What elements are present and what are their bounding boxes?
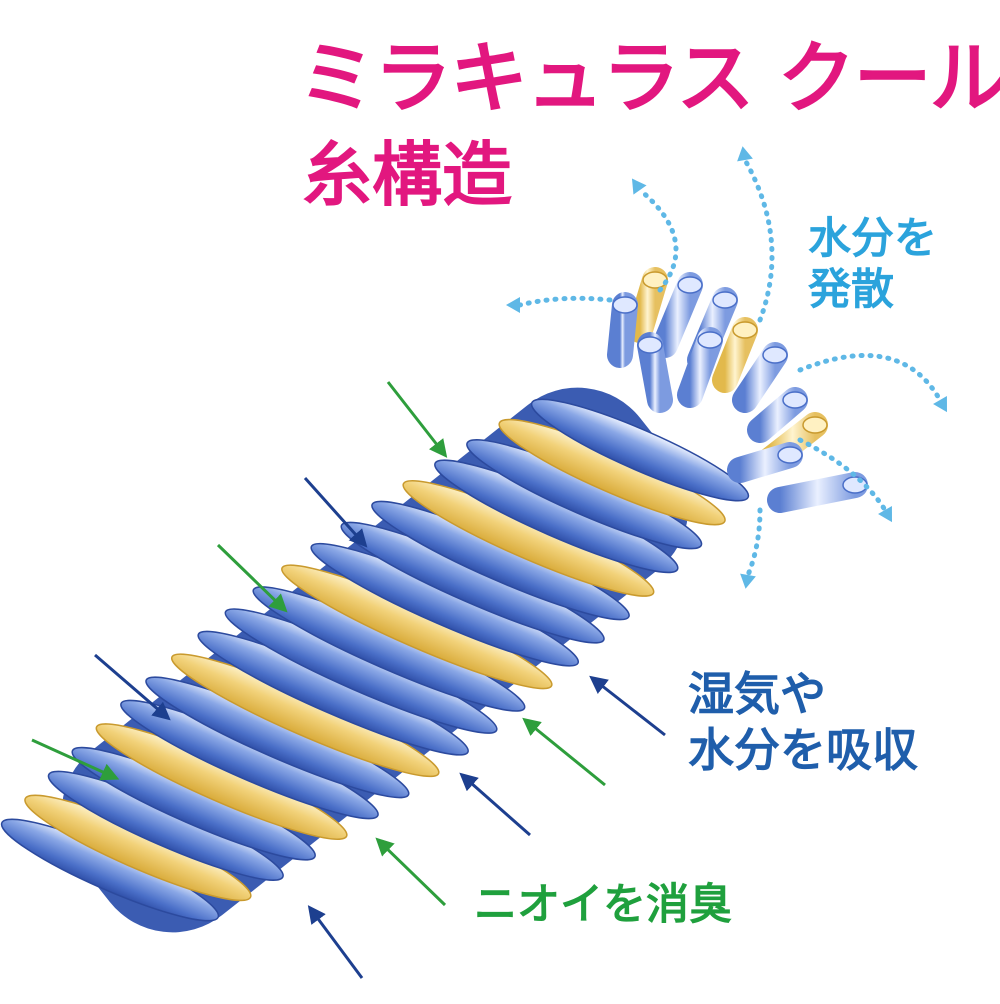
blue-fiber-end — [677, 327, 723, 408]
absorb-label: 湿気や 水分を吸収 — [688, 666, 918, 778]
absorb-arrow — [589, 675, 666, 737]
fiber-tip — [612, 296, 638, 314]
fiber-tip — [637, 336, 663, 354]
blue-fiber-end — [637, 332, 673, 413]
fiber-tip — [802, 416, 828, 434]
vapor-dotted-arrow — [637, 187, 679, 293]
fiber-tip — [782, 391, 808, 409]
absorb-arrow — [94, 653, 171, 721]
fiber-tip — [642, 271, 668, 289]
blue-fiber-end — [652, 272, 703, 358]
vapor-dotted-arrow — [742, 157, 775, 323]
deodorize-label: ニオイを消臭 — [474, 880, 732, 930]
fiber-tip — [777, 446, 803, 464]
vapor-arrowhead — [740, 573, 756, 589]
vapor-dotted-arrow — [517, 295, 613, 308]
fiber-tip — [697, 331, 723, 349]
title-line-2: 糸構造 — [302, 134, 512, 216]
title-line-1: ミラキュラス クール — [298, 34, 1000, 124]
blue-strand — [530, 398, 750, 502]
fiber-tip — [677, 276, 703, 294]
deodorize-arrow — [522, 717, 606, 787]
deodorize-arrow — [375, 837, 447, 907]
twisted-yarn — [0, 387, 750, 933]
evaporate-label-line-1: 水分を — [808, 214, 937, 264]
fiber-tip — [712, 291, 738, 309]
vapor-arrowhead — [737, 146, 753, 162]
fiber-tip — [842, 476, 868, 494]
absorb-arrow — [303, 476, 368, 548]
vapor-dotted-arrow — [745, 507, 763, 578]
vapor-arrowhead — [933, 396, 947, 413]
absorb-arrow — [307, 905, 364, 979]
fiber-ends — [607, 267, 868, 513]
vapor-arrowhead — [506, 297, 520, 313]
vapor-dotted-arrow — [797, 352, 943, 403]
vapor-arrowhead — [631, 178, 647, 195]
evaporate-label: 水分を 発散 — [808, 214, 937, 315]
absorb-label-line-1: 湿気や — [688, 667, 826, 721]
deodorize-arrow — [386, 381, 448, 458]
absorb-arrow — [459, 772, 531, 837]
fiber-tip — [732, 321, 758, 339]
vapor-dotted-arrows — [506, 146, 947, 589]
vapor-dotted-arrow — [797, 437, 888, 513]
fiber-tip — [762, 346, 788, 364]
absorption-arrows — [31, 381, 666, 979]
vapor-arrowhead — [878, 506, 892, 523]
deodorize-arrow — [216, 543, 288, 613]
evaporate-label-line-2: 発散 — [808, 264, 894, 315]
absorb-label-line-2: 水分を吸収 — [688, 723, 918, 778]
blue-fiber-end — [767, 472, 868, 513]
deodorize-arrow — [31, 738, 120, 781]
